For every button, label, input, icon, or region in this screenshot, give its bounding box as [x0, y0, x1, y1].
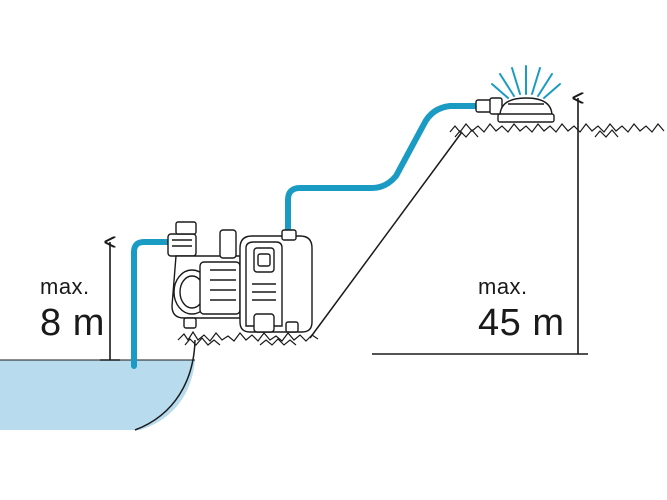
delivery-hose [285, 103, 481, 237]
delivery-head-label: max. 45 m [478, 274, 565, 344]
head-max-prefix: max. [478, 274, 528, 299]
head-max-value: 45 m [478, 302, 565, 344]
slope-line [309, 131, 463, 339]
suction-max-value: 8 m [40, 302, 105, 344]
suction-hose [131, 239, 171, 369]
suction-max-prefix: max. [40, 274, 90, 299]
garden-pump [167, 221, 313, 333]
grass-lower [177, 330, 319, 346]
reservoir-bank [134, 339, 196, 431]
sprinkler [475, 97, 555, 123]
grass-upper [449, 123, 665, 138]
sprinkler-water-spray [491, 65, 561, 99]
water-reservoir [0, 360, 195, 430]
suction-height-label: max. 8 m [40, 274, 105, 344]
